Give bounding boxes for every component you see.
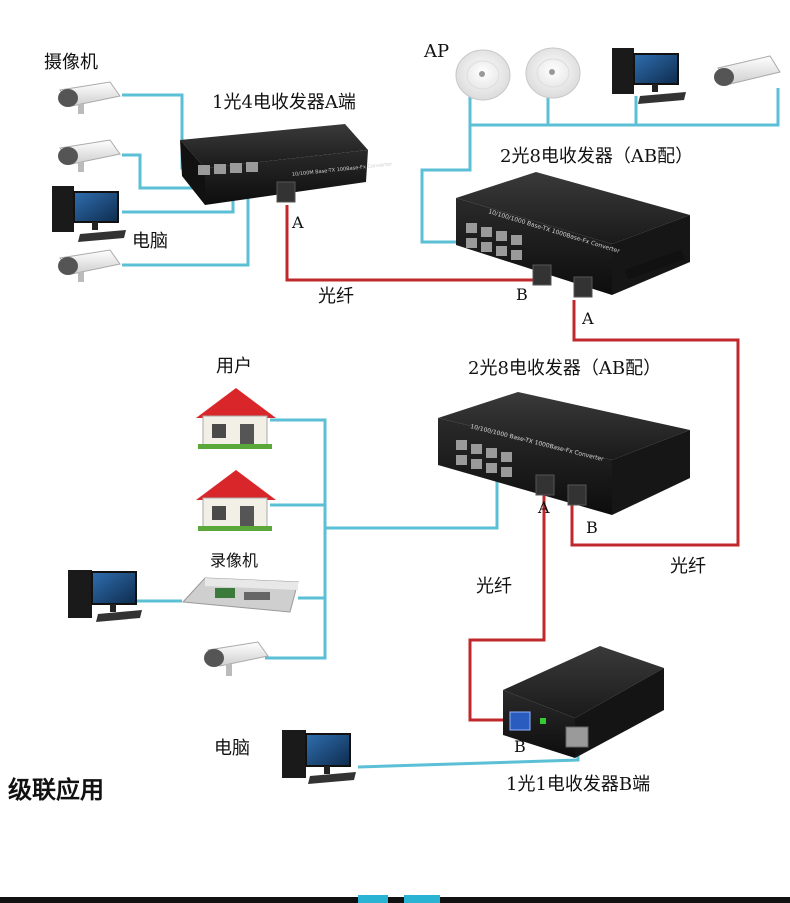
nvr-icon (181, 577, 299, 613)
label-port-a-top: A (581, 309, 594, 328)
camera-icon-1 (58, 81, 121, 114)
bottom-tab-right (404, 895, 440, 903)
label-tx-2x8-top: 2光8电收发器（AB配） (500, 146, 693, 167)
computer-icon-nvr (68, 570, 142, 622)
house-icon-1 (196, 388, 276, 449)
label-computer-bottom: 电脑 (214, 738, 250, 759)
camera-icon-4 (714, 55, 781, 86)
label-users: 用户 (216, 356, 252, 377)
converter-2x8-top: 10/100/1000 Base-TX 1000Base-Fx Converte… (456, 172, 690, 298)
label-tx-2x8-mid: 2光8电收发器（AB配） (468, 358, 661, 379)
bottom-tab-left (358, 895, 388, 903)
label-tx-1x1-b: 1光1电收发器B端 (506, 774, 650, 795)
label-fiber-top: 光纤 (318, 286, 354, 307)
label-port-a-mid: A (537, 498, 550, 517)
page-title: 级联应用 (8, 776, 104, 804)
bottom-divider (0, 897, 790, 903)
label-computer-top: 电脑 (132, 231, 168, 252)
computer-icon-right (612, 48, 686, 104)
label-tx-1x4-a: 1光4电收发器A端 (212, 92, 356, 113)
label-port-b-mid: B (586, 518, 598, 537)
label-camera-group: 摄像机 (44, 52, 98, 73)
label-port-b-1x1: B (514, 737, 526, 756)
computer-icon-top (52, 186, 126, 242)
ap-icon-1 (455, 49, 511, 101)
camera-icon-5 (204, 641, 269, 676)
label-port-b-top: B (516, 285, 528, 304)
label-fiber-mid: 光纤 (476, 576, 512, 597)
fiber-cables (285, 205, 740, 722)
converter-1x1-b (503, 646, 664, 758)
converter-1x4-a: 10/100M Base-TX 100Base-Fx Converter (180, 124, 394, 205)
ap-icon-2 (525, 47, 581, 99)
label-nvr: 录像机 (210, 551, 258, 570)
computer-icon-bottom (282, 730, 356, 784)
camera-icon-3 (58, 249, 121, 282)
house-icon-2 (196, 470, 276, 531)
camera-icon-2 (58, 139, 121, 172)
label-port-a-1x4: A (291, 213, 304, 232)
label-fiber-right: 光纤 (670, 556, 706, 577)
converter-2x8-mid: 10/100/1000 Base-TX 1000Base-Fx Converte… (438, 392, 690, 515)
label-ap: AP (423, 41, 449, 62)
